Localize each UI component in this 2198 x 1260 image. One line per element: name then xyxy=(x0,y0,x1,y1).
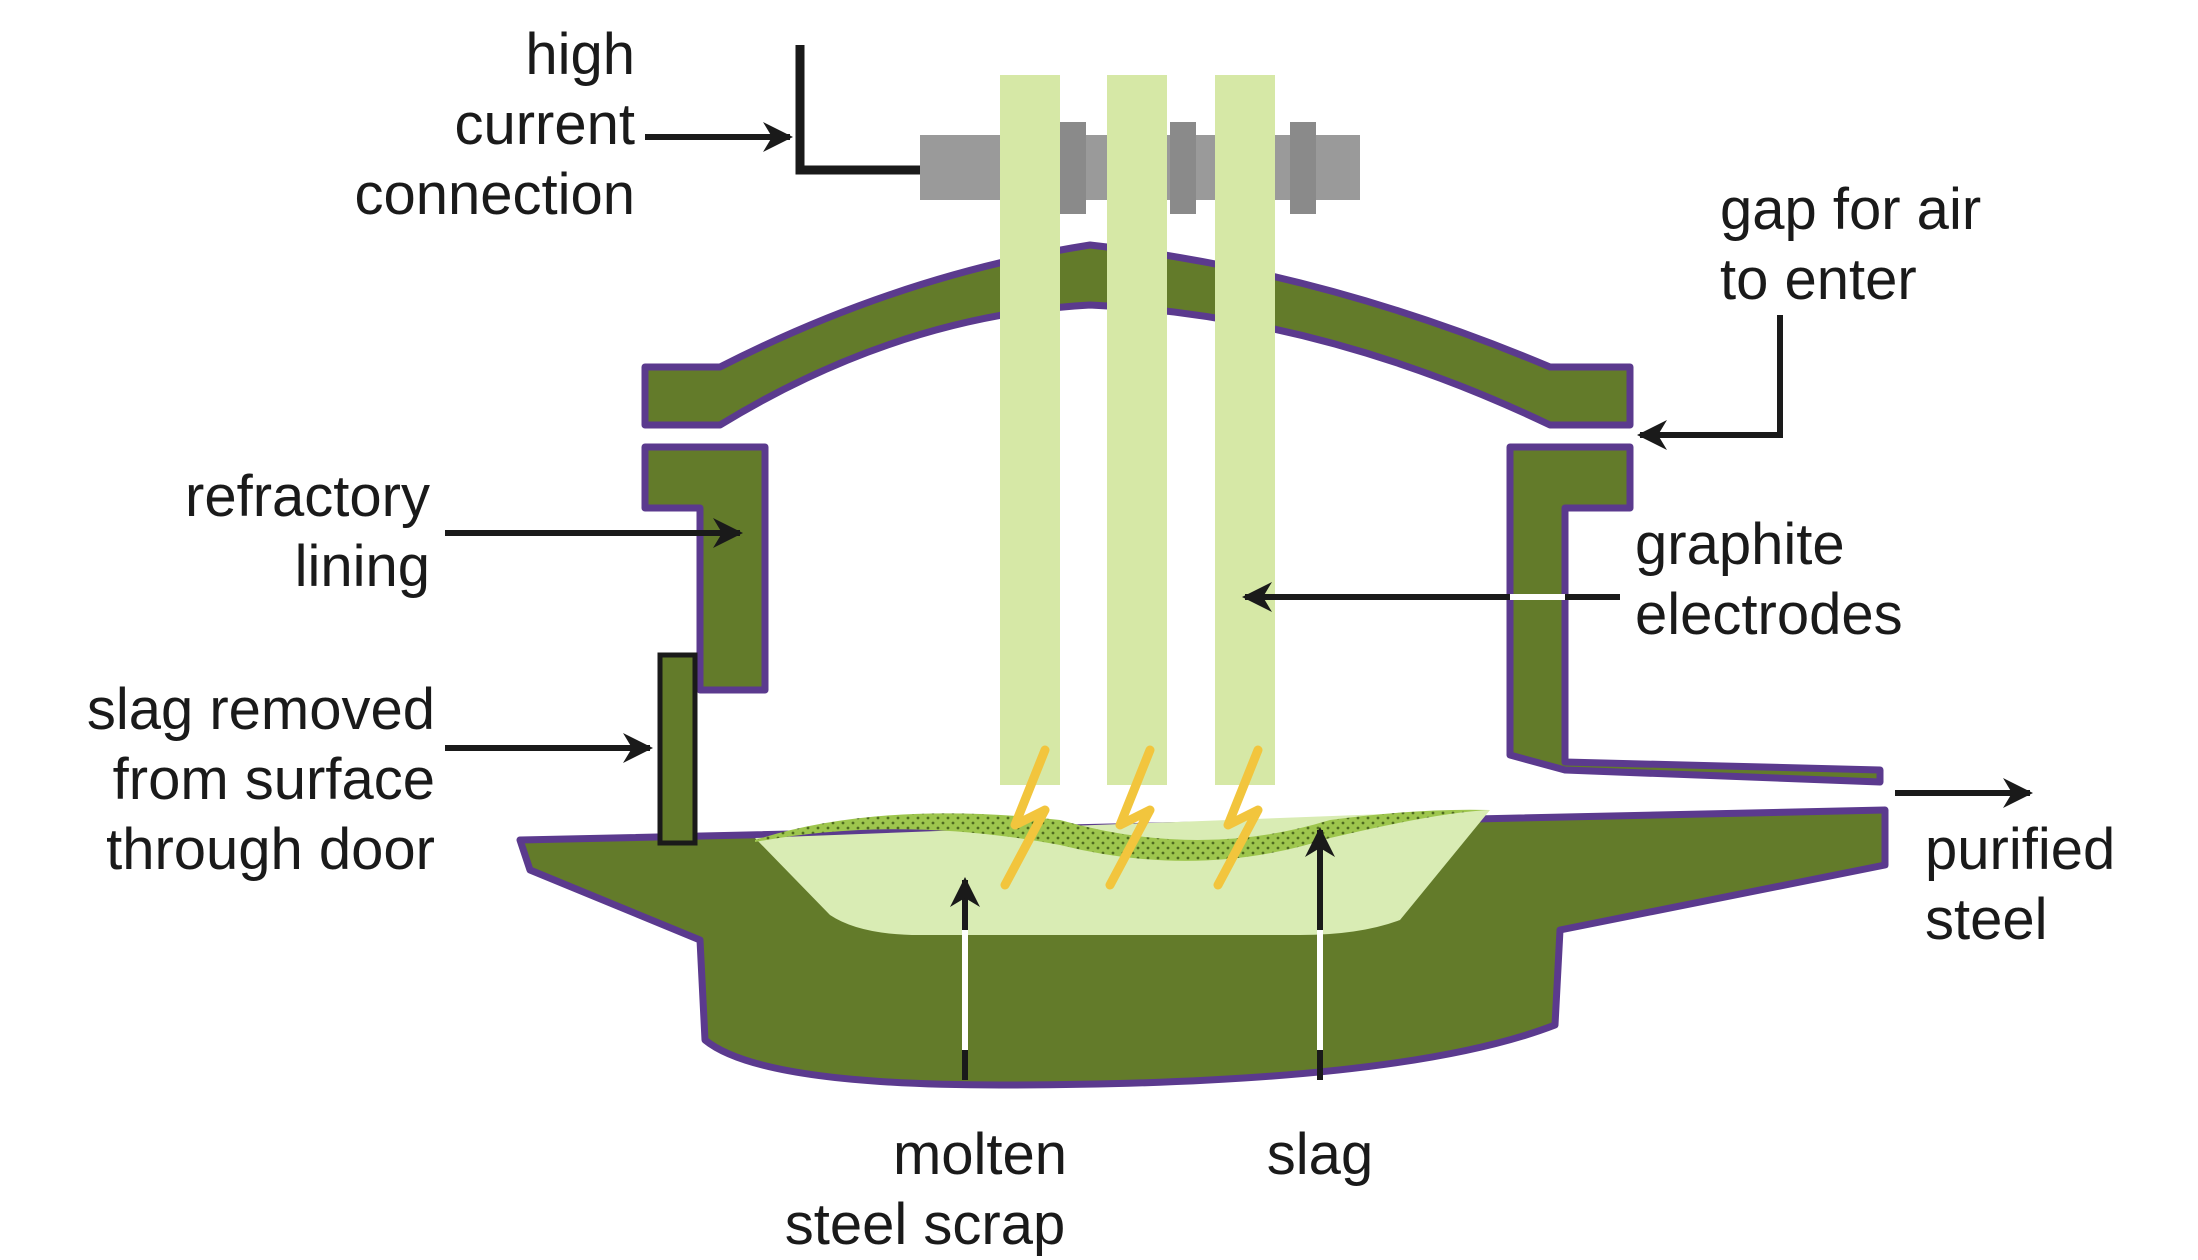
label-line: from surface xyxy=(112,747,435,812)
graphite-electrode-3 xyxy=(1215,75,1275,785)
right-wall xyxy=(1506,443,1884,786)
current-cable xyxy=(795,45,920,175)
label-slag-removed: slag removed from surface through door xyxy=(20,675,435,885)
label-molten-steel-scrap: molten steel scrap xyxy=(720,1120,1130,1260)
label-slag: slag xyxy=(1220,1120,1420,1190)
label-gap-air: gap for air to enter xyxy=(1720,175,1981,315)
label-graphite-electrodes: graphite electrodes xyxy=(1635,510,1903,650)
label-line: gap for air xyxy=(1720,177,1982,242)
label-line: connection xyxy=(354,162,635,227)
label-line: through door xyxy=(106,817,435,882)
label-line: refractory xyxy=(185,464,430,529)
electric-arcs xyxy=(1000,745,1263,890)
label-high-current: high current connection xyxy=(280,20,635,230)
label-line: slag removed xyxy=(86,677,435,742)
arrow-gap-air xyxy=(1637,315,1783,450)
label-line: graphite xyxy=(1635,512,1845,577)
label-line: molten xyxy=(892,1122,1068,1187)
label-line: steel scrap xyxy=(784,1192,1066,1257)
slag-layer xyxy=(755,809,1490,861)
label-line: current xyxy=(454,92,635,157)
label-refractory-lining: refractory lining xyxy=(100,462,430,602)
label-line: lining xyxy=(294,534,430,599)
graphite-electrode-1 xyxy=(1000,75,1060,785)
label-line: to enter xyxy=(1720,247,1917,312)
left-wall xyxy=(641,443,769,694)
label-purified-steel: purified steel xyxy=(1925,815,2115,955)
label-line: slag xyxy=(1266,1122,1374,1187)
slag-door xyxy=(657,652,698,846)
label-line: steel xyxy=(1925,887,2048,952)
label-line: electrodes xyxy=(1635,582,1903,647)
label-line: purified xyxy=(1925,817,2116,882)
graphite-electrode-2 xyxy=(1107,75,1167,785)
label-line: high xyxy=(525,22,635,87)
